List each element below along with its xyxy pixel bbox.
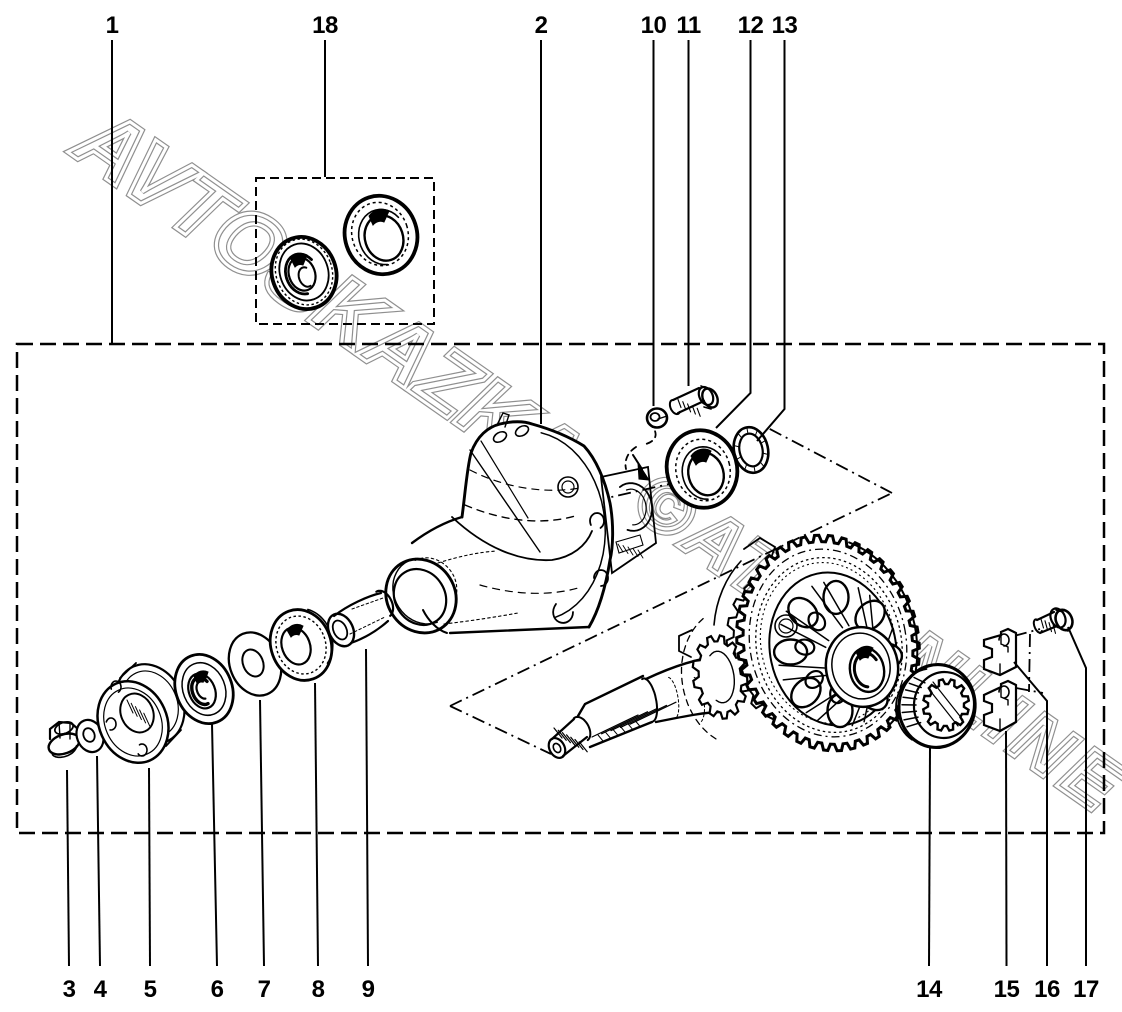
svg-text:5: 5 bbox=[144, 976, 157, 1003]
svg-text:3: 3 bbox=[63, 976, 76, 1003]
svg-text:12: 12 bbox=[738, 12, 764, 39]
svg-text:7: 7 bbox=[258, 976, 271, 1003]
svg-text:9: 9 bbox=[362, 976, 375, 1003]
svg-text:17: 17 bbox=[1073, 976, 1099, 1003]
svg-text:16: 16 bbox=[1034, 976, 1060, 1003]
svg-text:13: 13 bbox=[772, 12, 798, 39]
svg-text:18: 18 bbox=[312, 12, 338, 39]
svg-text:10: 10 bbox=[641, 12, 667, 39]
svg-text:14: 14 bbox=[916, 976, 943, 1003]
svg-text:8: 8 bbox=[312, 976, 325, 1003]
svg-text:15: 15 bbox=[994, 976, 1020, 1003]
svg-text:6: 6 bbox=[211, 976, 224, 1003]
svg-text:11: 11 bbox=[676, 12, 701, 39]
svg-text:4: 4 bbox=[94, 976, 108, 1003]
svg-text:2: 2 bbox=[535, 12, 548, 39]
svg-text:1: 1 bbox=[106, 12, 119, 39]
